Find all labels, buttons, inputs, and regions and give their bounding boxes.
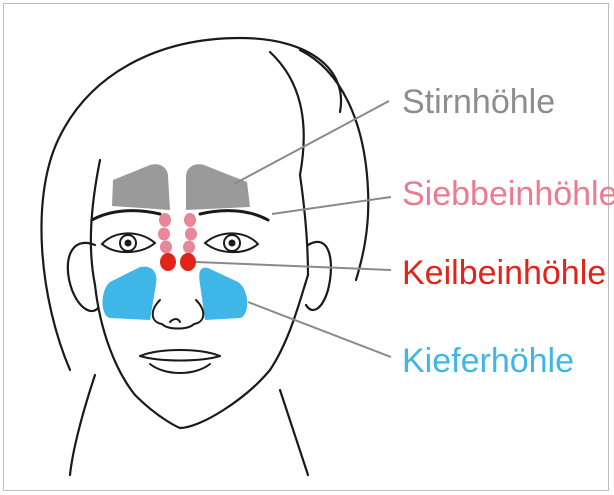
- maxillary-sinus-left: [103, 267, 157, 320]
- label-kieferhoehle: Kieferhöhle: [402, 342, 574, 380]
- frontal-sinus-right: [186, 164, 250, 210]
- leader-line-siebbeinhoehle: [272, 197, 391, 214]
- neck-left: [70, 375, 95, 475]
- label-siebbeinhoehle: Siebbeinhöhle: [402, 175, 614, 213]
- ear-right: [306, 242, 331, 310]
- label-keilbeinhoehle: Keilbeinhöhle: [402, 254, 606, 292]
- face-right-contour: [300, 175, 308, 275]
- mouth: [140, 350, 220, 373]
- sphenoid-sinuses: [160, 253, 196, 271]
- leader-line-kieferhoehle: [248, 302, 391, 357]
- face-left-contour: [91, 160, 100, 285]
- nose: [153, 300, 204, 329]
- eyebrows: [92, 211, 268, 220]
- label-stirnhoehle: Stirnhöhle: [402, 83, 555, 121]
- ethmoid-sinuses: [158, 213, 197, 254]
- maxillary-sinuses: [103, 267, 248, 320]
- face-outline: [41, 38, 368, 475]
- neck-right: [280, 390, 308, 475]
- hair-right: [300, 50, 368, 280]
- eye-left: [102, 233, 155, 252]
- eyebrow-left: [92, 211, 160, 220]
- eyebrow-right: [200, 211, 268, 220]
- frontal-sinuses: [112, 164, 250, 210]
- frontal-sinus-left: [112, 164, 170, 210]
- maxillary-sinus-right: [199, 268, 247, 320]
- eye-right: [205, 233, 258, 252]
